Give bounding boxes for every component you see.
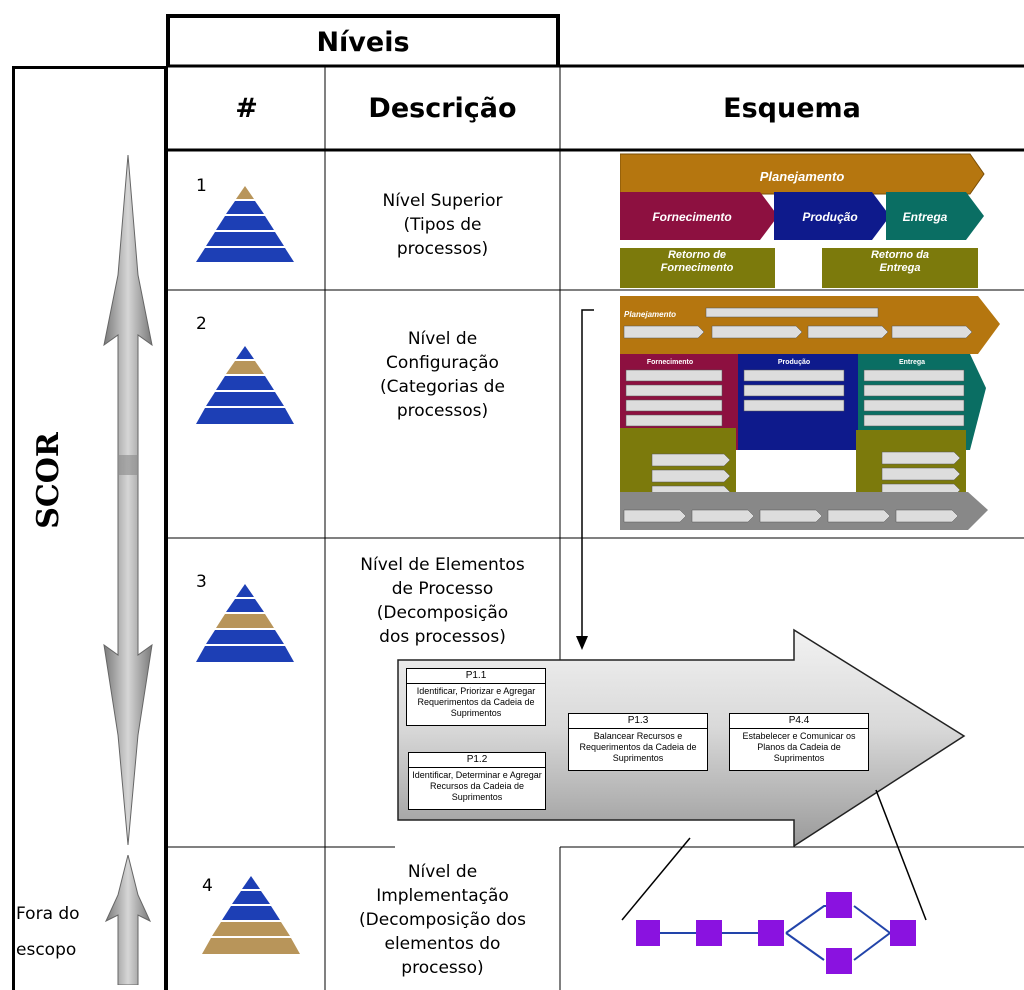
- level-1-number: 1: [196, 176, 207, 196]
- scor-label-wrap: SCOR: [18, 380, 78, 580]
- scor-column: [12, 66, 168, 990]
- level-4-number: 4: [202, 876, 213, 896]
- level-2-number: 2: [196, 314, 207, 334]
- implementation-node-5: [826, 948, 852, 974]
- l1-fornecimento-label: Fornecimento: [652, 210, 731, 224]
- level-4-desc-line-2: Implementação: [376, 886, 509, 906]
- level-2-desc-line-3: (Categorias de: [380, 377, 505, 397]
- pyramid-level-4-icon: [202, 876, 300, 954]
- process-box-p1-2: P1.2 Identificar, Determinar e Agregar R…: [408, 752, 546, 810]
- level-2-description: Nível de Configuração (Categorias de pro…: [325, 320, 560, 430]
- fora-escopo-arrow: [104, 855, 152, 985]
- level-1-desc-line-3: processos): [396, 239, 489, 259]
- level-3-description: Nível de Elementos de Processo (Decompos…: [325, 546, 560, 656]
- level-2-schema: Planejamento Fornecimento Produção Entre…: [620, 296, 1000, 530]
- level-1-desc-line-1: Nível Superior: [382, 191, 503, 211]
- level-4-desc-line-3: (Decomposição dos: [359, 910, 526, 930]
- l1-retorno-entrega-line-2: Entrega: [880, 262, 921, 274]
- process-text-p4-4: Estabelecer e Comunicar os Planos da Cad…: [742, 731, 856, 763]
- level-1-desc-line-2: (Tipos de: [403, 215, 482, 235]
- process-text-p1-3: Balancear Recursos e Requerimentos da Ca…: [579, 731, 697, 763]
- scor-double-arrow: [103, 155, 153, 845]
- level-4-desc-line-5: processo): [401, 958, 484, 978]
- process-box-p1-1: P1.1 Identificar, Priorizar e Agregar Re…: [406, 668, 546, 726]
- implementation-node-3: [758, 920, 784, 946]
- l2-entrega-label: Entrega: [899, 359, 925, 366]
- level-3-desc-line-2: de Processo: [391, 579, 494, 599]
- fora-escopo-label: Fora do escopo: [16, 896, 80, 968]
- l2-producao-label: Produção: [778, 359, 810, 366]
- level-1-schema: Planejamento Fornecimento Produção Entre…: [620, 153, 985, 288]
- num-header: #: [235, 92, 258, 124]
- pyramid-level-1-icon: [196, 186, 294, 262]
- process-id-p1-2: P1.2: [409, 753, 545, 768]
- level-4-description: Nível de Implementação (Decomposição dos…: [325, 855, 560, 985]
- process-id-p1-1: P1.1: [407, 669, 545, 684]
- level-2-desc-line-2: Configuração: [386, 353, 499, 373]
- niveis-header: Níveis: [166, 14, 560, 66]
- implementation-node-2: [696, 920, 722, 946]
- pyramid-level-2-icon: [196, 346, 294, 424]
- esquema-header: Esquema: [723, 92, 861, 124]
- descricao-header: Descrição: [368, 92, 517, 124]
- l1-planejamento-label: Planejamento: [760, 169, 845, 184]
- l2-planejamento-label: Planejamento: [624, 310, 676, 319]
- level-4-desc-line-4: elementos do: [384, 934, 501, 954]
- level-2-desc-line-1: Nível de: [407, 329, 478, 349]
- process-box-p1-3: P1.3 Balancear Recursos e Requerimentos …: [568, 713, 708, 771]
- l1-retorno-fornecimento-line-2: Fornecimento: [661, 262, 734, 274]
- implementation-node-4: [826, 892, 852, 918]
- level-2-to-3-connector: [576, 309, 594, 650]
- l1-retorno-entrega-line-1: Retorno da: [871, 249, 929, 261]
- escopo-text: escopo: [16, 940, 77, 960]
- scor-label: SCOR: [30, 431, 66, 529]
- pyramid-level-3-icon: [196, 584, 294, 662]
- process-text-p1-2: Identificar, Determinar e Agregar Recurs…: [412, 770, 542, 802]
- l2-fornecimento-label: Fornecimento: [647, 359, 693, 366]
- process-text-p1-1: Identificar, Priorizar e Agregar Requeri…: [416, 686, 536, 718]
- implementation-node-6: [890, 920, 916, 946]
- niveis-title: Níveis: [316, 26, 410, 58]
- level-3-desc-line-4: dos processos): [379, 627, 506, 647]
- process-id-p1-3: P1.3: [569, 714, 707, 729]
- level-2-desc-line-4: processos): [396, 401, 489, 421]
- l1-entrega-label: Entrega: [903, 210, 948, 224]
- level-4-network: [621, 789, 927, 974]
- level-3-desc-line-1: Nível de Elementos: [360, 555, 525, 575]
- level-4-desc-line-1: Nível de: [407, 862, 478, 882]
- fora-do-text: Fora do: [16, 904, 80, 924]
- l1-retorno-fornecimento-line-1: Retorno de: [668, 249, 726, 261]
- l1-producao-label: Produção: [802, 210, 857, 224]
- level-3-number: 3: [196, 572, 207, 592]
- level-3-desc-line-3: (Decomposição: [376, 603, 509, 623]
- implementation-node-1: [636, 920, 660, 946]
- process-id-p4-4: P4.4: [730, 714, 868, 729]
- process-box-p4-4: P4.4 Estabelecer e Comunicar os Planos d…: [729, 713, 869, 771]
- level-1-description: Nível Superior (Tipos de processos): [325, 180, 560, 270]
